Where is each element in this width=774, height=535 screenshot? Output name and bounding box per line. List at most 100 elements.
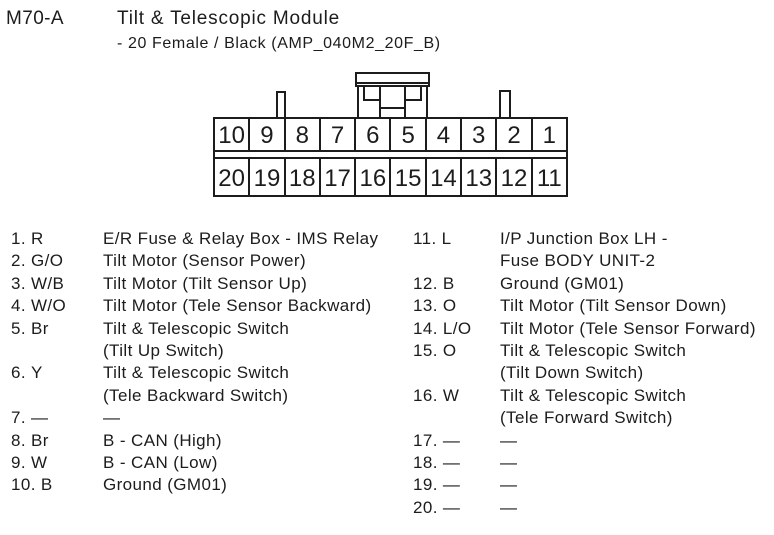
pin-description-line: Tilt Motor (Tele Sensor Forward) bbox=[500, 318, 756, 338]
pin-description: Ground (GM01) bbox=[500, 273, 624, 295]
pin-row: 8.Br B - CAN (High) bbox=[11, 430, 407, 452]
pin-id: 3.W/B bbox=[11, 273, 103, 295]
pin-description: Tilt & Telescopic Switch(Tilt Up Switch) bbox=[103, 318, 289, 363]
wire-color: B bbox=[40, 475, 53, 495]
connector-pin-cell: 3 bbox=[460, 119, 495, 150]
wire-color: Br bbox=[30, 430, 49, 450]
pin-number: 4. bbox=[11, 296, 26, 316]
connector-pin-cell: 12 bbox=[495, 159, 530, 195]
pin-description: E/R Fuse & Relay Box - IMS Relay bbox=[103, 228, 378, 250]
pin-id: 2.G/O bbox=[11, 250, 103, 272]
connector-pin-cell: 10 bbox=[218, 122, 245, 149]
connector-id: M70-A bbox=[6, 8, 64, 29]
pin-number: 12. bbox=[413, 273, 438, 293]
wire-color: — bbox=[442, 430, 461, 450]
pin-description-line: (Tele Backward Switch) bbox=[103, 385, 289, 405]
wire-color: O bbox=[442, 296, 457, 316]
pin-row: 15.O Tilt & Telescopic Switch(Tilt Down … bbox=[413, 340, 773, 385]
connector-pin-cell: 7 bbox=[318, 119, 354, 150]
pin-id: 15.O bbox=[413, 340, 500, 362]
wire-color: — bbox=[30, 408, 49, 428]
pin-id: 18.— bbox=[413, 452, 500, 474]
pin-description-line: — bbox=[500, 475, 518, 495]
pin-description-line: Tilt Motor (Tilt Sensor Up) bbox=[103, 273, 308, 293]
connector-pin-cell: 5 bbox=[389, 119, 424, 150]
pin-id: 13.O bbox=[413, 295, 500, 317]
pin-description-line: Tilt & Telescopic Switch bbox=[103, 318, 290, 338]
connector-pin-cell: 11 bbox=[530, 159, 566, 195]
pin-row: 19.— — bbox=[413, 474, 773, 496]
pin-description: Tilt & Telescopic Switch(Tele Backward S… bbox=[103, 362, 289, 407]
connector-pin-cell: 14 bbox=[424, 159, 460, 195]
pin-description: Tilt Motor (Tele Sensor Forward) bbox=[500, 318, 756, 340]
wire-color: O bbox=[442, 341, 457, 361]
pin-number: 6. bbox=[11, 363, 26, 383]
pin-id: 10.B bbox=[11, 474, 103, 496]
pin-row: 1.R E/R Fuse & Relay Box - IMS Relay bbox=[11, 228, 407, 250]
wire-color: W bbox=[442, 385, 460, 405]
connector-pin-cell: 9 bbox=[248, 119, 283, 150]
pin-row: 11.L I/P Junction Box LH -Fuse BODY UNIT… bbox=[413, 228, 773, 273]
pin-number: 15. bbox=[413, 341, 438, 361]
pin-number: 1. bbox=[11, 229, 26, 248]
pin-description: Ground (GM01) bbox=[103, 474, 227, 496]
connector-tab-left bbox=[276, 91, 286, 119]
pin-id: 7.— bbox=[11, 407, 103, 429]
pin-number: 8. bbox=[11, 430, 26, 450]
pin-description-line: B - CAN (High) bbox=[103, 430, 222, 450]
pin-row: 17.— — bbox=[413, 430, 773, 452]
connector-pin-cell: 4 bbox=[424, 119, 460, 150]
pin-description-line: Fuse BODY UNIT-2 bbox=[500, 251, 656, 271]
pin-description-line: (Tele Forward Switch) bbox=[500, 408, 673, 428]
wire-color: W/O bbox=[30, 296, 67, 316]
pin-description-line: Tilt Motor (Tilt Sensor Down) bbox=[500, 296, 727, 316]
pin-id: 14.L/O bbox=[413, 318, 500, 340]
wire-color: — bbox=[442, 497, 461, 517]
wire-color: W bbox=[30, 453, 48, 473]
pin-id: 12.B bbox=[413, 273, 500, 295]
wire-color: — bbox=[442, 453, 461, 473]
pin-row: 7.— — bbox=[11, 407, 407, 429]
pin-number: 20. bbox=[413, 497, 438, 517]
pin-number: 16. bbox=[413, 385, 438, 405]
pin-number: 10. bbox=[11, 475, 36, 495]
pin-description-line: Ground (GM01) bbox=[103, 475, 228, 495]
wire-color: Br bbox=[30, 318, 49, 338]
connector-pin-cell: 1 bbox=[530, 119, 566, 150]
pin-number: 18. bbox=[413, 453, 438, 473]
wire-color: B bbox=[442, 273, 455, 293]
pin-id: 16.W bbox=[413, 385, 500, 407]
pin-id: 17.— bbox=[413, 430, 500, 452]
connector-pin-cell: 18 bbox=[283, 159, 319, 195]
pin-id: 1.R bbox=[11, 228, 103, 250]
pin-description: Tilt & Telescopic Switch (Tele Forward Sw… bbox=[500, 385, 686, 430]
connector-pin-cell: 17 bbox=[318, 159, 354, 195]
pin-list-right: 11.L I/P Junction Box LH -Fuse BODY UNIT… bbox=[413, 228, 773, 519]
connector-latch-icon bbox=[355, 72, 430, 120]
pin-number: 13. bbox=[413, 296, 438, 316]
pin-id: 6.Y bbox=[11, 362, 103, 384]
pin-description: — bbox=[500, 452, 517, 474]
pin-id: 20.— bbox=[413, 497, 500, 519]
pin-row: 10.B Ground (GM01) bbox=[11, 474, 407, 496]
pin-row: 18.— — bbox=[413, 452, 773, 474]
connector-tab-right bbox=[499, 90, 511, 119]
pin-description-line: Tilt & Telescopic Switch bbox=[500, 385, 687, 405]
pin-description-line: Tilt Motor (Sensor Power) bbox=[103, 251, 307, 271]
pin-row: 13.O Tilt Motor (Tilt Sensor Down) bbox=[413, 295, 773, 317]
pin-row: 2.G/O Tilt Motor (Sensor Power) bbox=[11, 250, 407, 272]
pin-description: — bbox=[500, 430, 517, 452]
wire-color: — bbox=[442, 475, 461, 495]
pin-number: 9. bbox=[11, 453, 26, 473]
pin-id: 5.Br bbox=[11, 318, 103, 340]
pin-description: Tilt Motor (Tilt Sensor Down) bbox=[500, 295, 727, 317]
pin-id: 19.— bbox=[413, 474, 500, 496]
pin-description: I/P Junction Box LH -Fuse BODY UNIT-2 bbox=[500, 228, 668, 273]
pin-id: 11.L bbox=[413, 228, 500, 250]
pin-number: 2. bbox=[11, 251, 26, 271]
pin-id: 8.Br bbox=[11, 430, 103, 452]
connector-diagram: 10 9 8 7 6 5 4 3 2 1 20 bbox=[213, 117, 568, 197]
connector-row-bottom: 20 19 18 17 16 15 14 13 12 11 bbox=[215, 159, 566, 195]
connector-row-top: 10 9 8 7 6 5 4 3 2 1 bbox=[215, 119, 566, 152]
pin-row: 20.— — bbox=[413, 497, 773, 519]
